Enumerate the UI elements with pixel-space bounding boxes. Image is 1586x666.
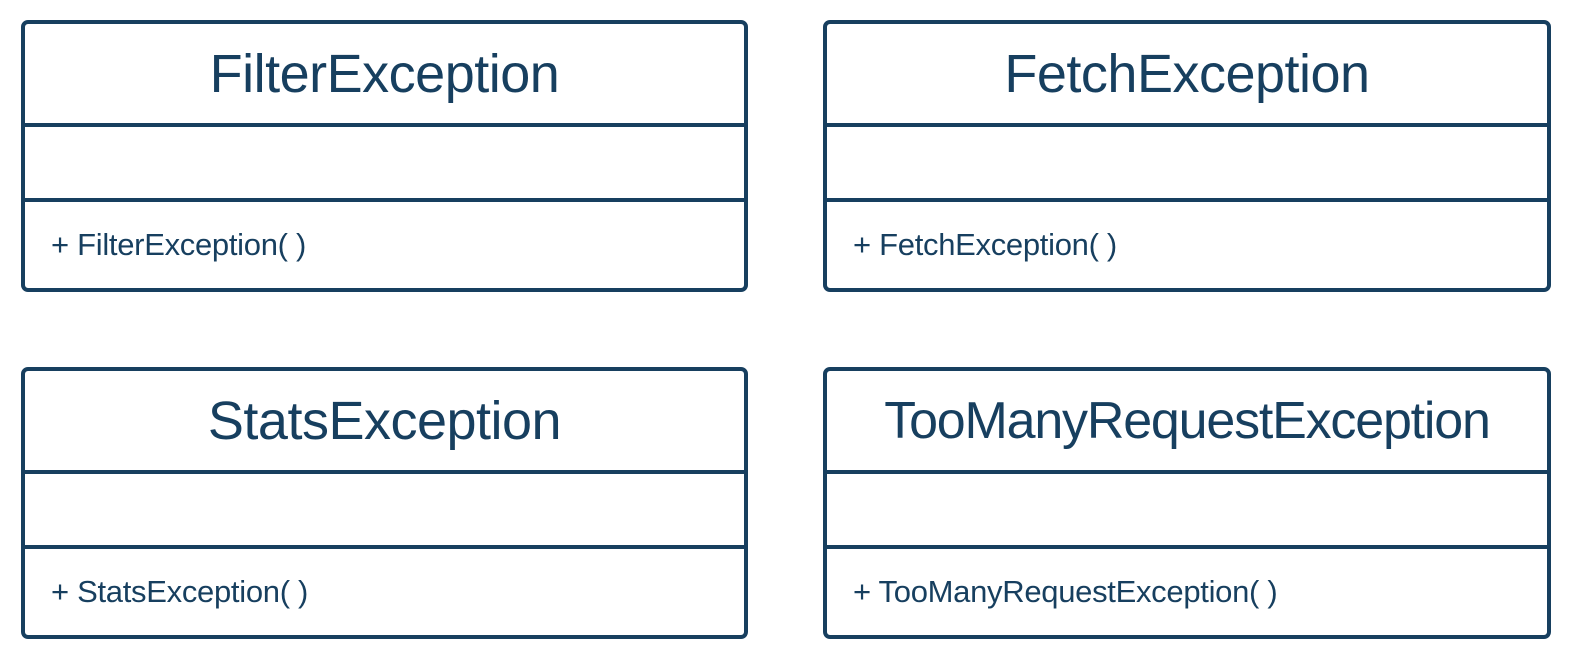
class-methods-section: + TooManyRequestException( ) xyxy=(827,549,1547,635)
class-attributes-section xyxy=(827,474,1547,549)
class-methods-section: + FilterException( ) xyxy=(25,202,744,288)
class-box-stats-exception[interactable]: StatsException + StatsException( ) xyxy=(21,367,748,639)
class-box-filter-exception[interactable]: FilterException + FilterException( ) xyxy=(21,20,748,292)
method-constructor: + TooManyRequestException( ) xyxy=(853,574,1278,609)
class-attributes-section xyxy=(25,127,744,202)
method-constructor: + StatsException( ) xyxy=(51,574,309,609)
class-name: FilterException xyxy=(25,24,744,127)
method-constructor: + FetchException( ) xyxy=(853,227,1117,262)
class-attributes-section xyxy=(25,474,744,549)
class-name: FetchException xyxy=(827,24,1547,127)
class-box-too-many-request-exception[interactable]: TooManyRequestException + TooManyRequest… xyxy=(823,367,1551,639)
class-attributes-section xyxy=(827,127,1547,202)
class-box-fetch-exception[interactable]: FetchException + FetchException( ) xyxy=(823,20,1551,292)
class-name: TooManyRequestException xyxy=(827,371,1547,474)
class-methods-section: + StatsException( ) xyxy=(25,549,744,635)
class-name: StatsException xyxy=(25,371,744,474)
method-constructor: + FilterException( ) xyxy=(51,227,307,262)
class-methods-section: + FetchException( ) xyxy=(827,202,1547,288)
